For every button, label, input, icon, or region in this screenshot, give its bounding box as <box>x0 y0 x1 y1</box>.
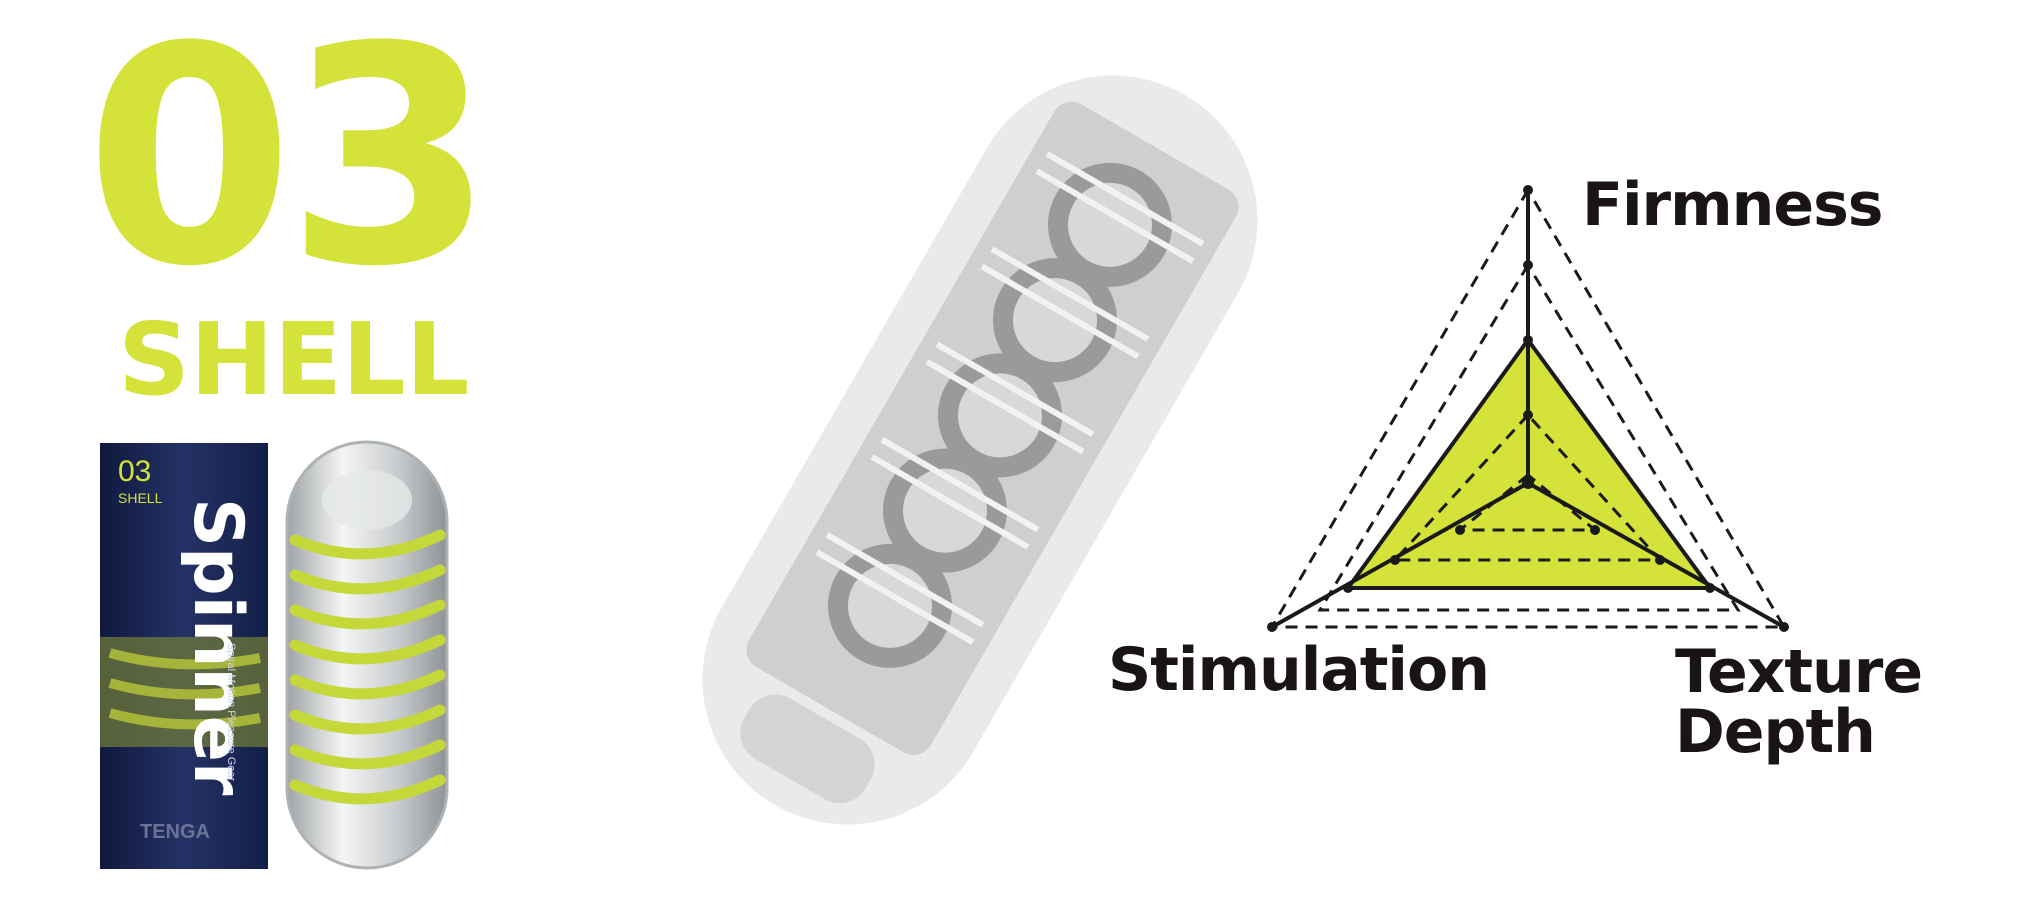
package-tagline: Spiral Motion Pleasure Gear <box>225 643 237 782</box>
package-box: 03 SHELL Spinner Spiral Motion Pleasure … <box>100 443 268 869</box>
package-name: SHELL <box>118 490 163 506</box>
package-brand: Spinner <box>178 498 257 796</box>
product-number: 03 <box>85 0 494 332</box>
product-name: SHELL <box>118 301 470 418</box>
axis-label-stimulation: Stimulation <box>1108 635 1490 705</box>
radar-points <box>1267 185 1789 632</box>
package-number: 03 <box>118 455 151 488</box>
sleeve-cross-section <box>702 75 1258 825</box>
radar-value-outline <box>1344 336 1714 590</box>
axis-label-depth: Depth <box>1675 697 1876 767</box>
package-maker: TENGA <box>140 821 210 843</box>
axis-label-firmness: Firmness <box>1582 170 1883 240</box>
capsule-image <box>285 440 449 870</box>
radar-chart <box>1267 185 1789 632</box>
axis-label-texture: Texture <box>1675 637 1923 707</box>
